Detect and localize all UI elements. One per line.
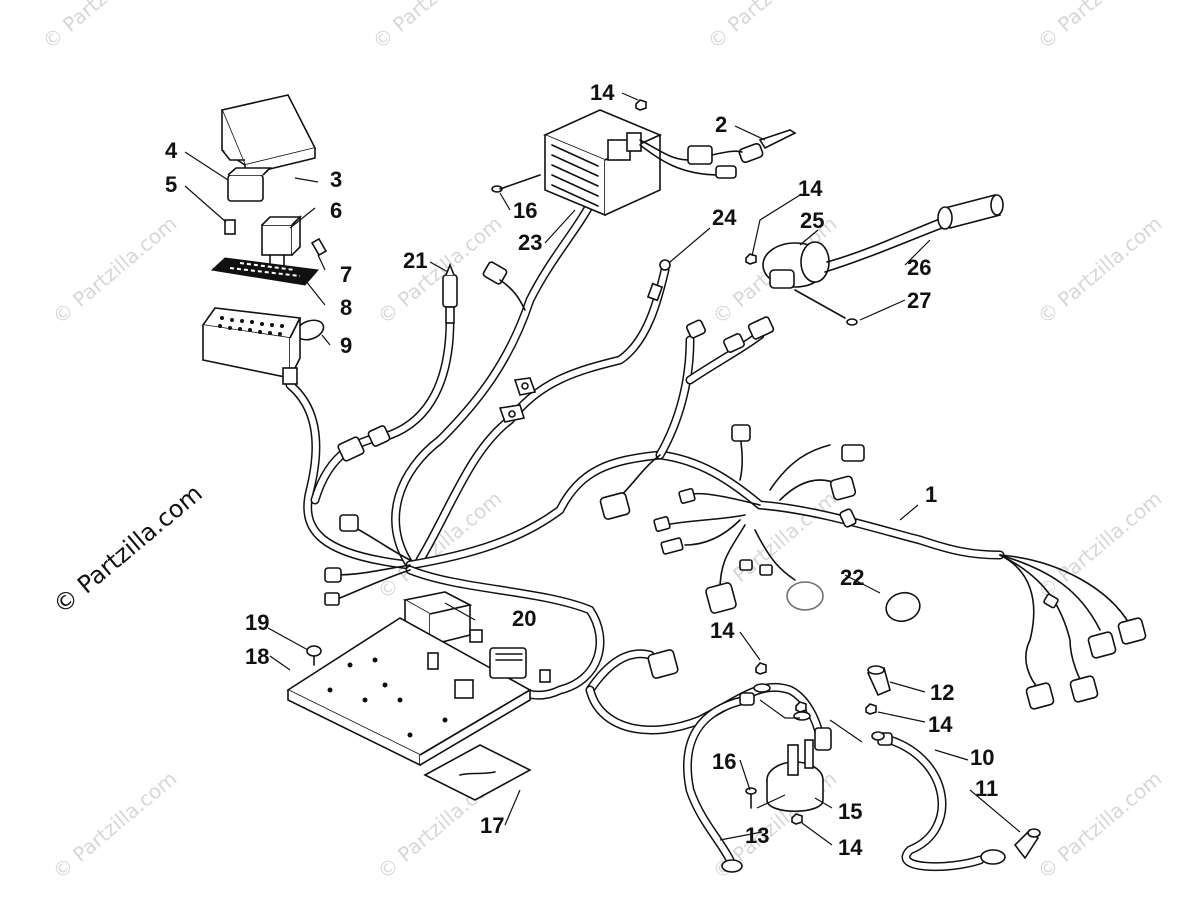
inline-connector bbox=[337, 425, 391, 462]
nut bbox=[635, 99, 647, 111]
fuse-panel-label bbox=[210, 257, 319, 286]
callout-label: 17 bbox=[480, 813, 504, 838]
callout-label: 22 bbox=[840, 565, 864, 590]
callout-label: 23 bbox=[518, 230, 542, 255]
callout-label: 25 bbox=[800, 208, 824, 233]
callout-label: 16 bbox=[513, 198, 537, 223]
starter-solenoid bbox=[766, 727, 832, 813]
fuse bbox=[310, 237, 328, 257]
rectifier-lead bbox=[639, 129, 797, 179]
ring-terminal bbox=[646, 259, 671, 302]
mounting-plate bbox=[286, 617, 532, 767]
brand-watermark-text: © Partzilla.com bbox=[48, 479, 208, 619]
watermark: © Partzilla.com bbox=[1033, 486, 1167, 604]
watermark: © Partzilla.com bbox=[48, 766, 182, 884]
callout-label: 7 bbox=[340, 262, 352, 287]
ground-cable bbox=[877, 732, 1006, 871]
callout-label: 13 bbox=[745, 823, 769, 848]
foam-pad bbox=[423, 744, 532, 801]
watermark: © Partzilla.com bbox=[1033, 0, 1167, 54]
watermark: © Partzilla.com bbox=[703, 0, 837, 54]
callout-label: 9 bbox=[340, 333, 352, 358]
callout-label: 14 bbox=[798, 176, 823, 201]
handle-grip bbox=[937, 194, 1004, 230]
nut bbox=[755, 662, 877, 825]
callout-label: 10 bbox=[970, 745, 994, 770]
ignition-switch bbox=[762, 214, 951, 289]
watermark: © Partzilla.com bbox=[1033, 211, 1167, 329]
callout-label: 16 bbox=[712, 749, 736, 774]
screw bbox=[745, 787, 757, 809]
callout-label: 6 bbox=[330, 198, 342, 223]
callout-label: 19 bbox=[245, 610, 269, 635]
main-harness bbox=[285, 145, 1131, 745]
callout-label: 14 bbox=[928, 712, 953, 737]
callout-label: 1 bbox=[925, 482, 937, 507]
fuse-block bbox=[201, 307, 302, 385]
plate-screw bbox=[306, 645, 322, 666]
callout-label: 18 bbox=[245, 644, 269, 669]
watermark: © Partzilla.com bbox=[48, 211, 182, 329]
callout-label: 4 bbox=[165, 138, 178, 163]
screw bbox=[491, 174, 541, 193]
band-clamp bbox=[885, 591, 921, 623]
battery-cable bbox=[682, 692, 755, 873]
switch-connectors bbox=[685, 316, 775, 353]
voltage-regulator bbox=[542, 109, 663, 217]
harness-connector bbox=[482, 261, 526, 311]
fuse-box-cover bbox=[220, 94, 317, 177]
callout-label: 15 bbox=[838, 799, 862, 824]
harness-connectors bbox=[324, 424, 865, 614]
watermark: © Partzilla.com bbox=[38, 0, 172, 54]
callout-label: 26 bbox=[907, 255, 931, 280]
watermark: © Partzilla.com bbox=[1033, 766, 1167, 884]
relay-small bbox=[227, 167, 272, 202]
callout-label: 11 bbox=[975, 776, 998, 801]
watermark: © Partzilla.com bbox=[368, 0, 502, 54]
terminal-boot bbox=[866, 665, 891, 697]
mini-fuse bbox=[224, 219, 236, 235]
callout-label: 8 bbox=[340, 295, 352, 320]
callout-label: 3 bbox=[330, 167, 342, 192]
callout-label: 21 bbox=[403, 248, 427, 273]
callout-label: 14 bbox=[838, 835, 863, 860]
callout-label: 20 bbox=[512, 606, 536, 631]
callout-label: 14 bbox=[710, 618, 735, 643]
callout-label: 12 bbox=[930, 680, 954, 705]
plate-connector bbox=[489, 647, 551, 683]
temperature-sensor bbox=[442, 262, 458, 324]
ground-tab bbox=[498, 377, 537, 423]
callout-label: 14 bbox=[590, 80, 615, 105]
end-connectors bbox=[1025, 593, 1147, 710]
callout-label: 24 bbox=[712, 205, 737, 230]
ring-lug bbox=[871, 731, 885, 741]
wire-connector bbox=[647, 649, 679, 679]
relay-large bbox=[261, 215, 302, 269]
screw bbox=[794, 289, 858, 326]
callout-labels: 1 2 3 4 5 6 7 8 9 10 11 12 13 14 14 14 1… bbox=[165, 80, 998, 860]
callout-label: 27 bbox=[907, 288, 931, 313]
leader-lines bbox=[184, 92, 1021, 846]
brand-watermark: © Partzilla.com bbox=[48, 479, 208, 619]
callout-label: 5 bbox=[165, 172, 177, 197]
callout-label: 2 bbox=[715, 112, 727, 137]
nut bbox=[745, 253, 757, 265]
terminal-boot bbox=[1013, 828, 1041, 860]
